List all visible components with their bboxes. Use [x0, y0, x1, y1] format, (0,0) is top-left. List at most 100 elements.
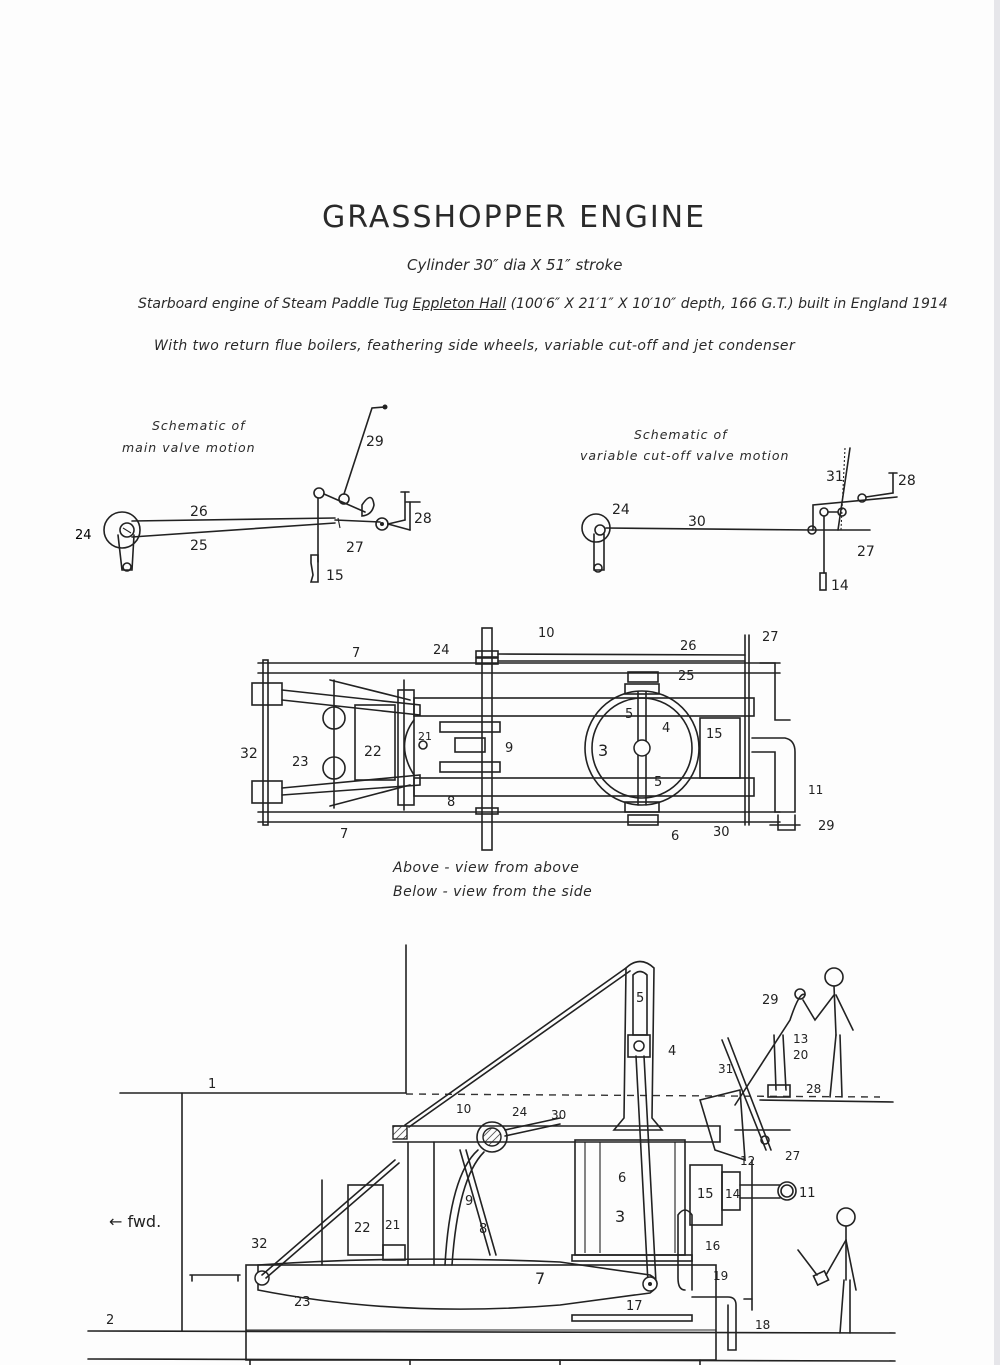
label-18: 18 — [755, 1318, 770, 1332]
side-view — [87, 944, 896, 1365]
label-21: 21 — [418, 730, 432, 743]
label-32: 32 — [251, 1237, 268, 1252]
main-schematic-caption-1: Schematic of — [152, 418, 246, 433]
label-27: 27 — [346, 540, 364, 556]
plan-view — [251, 627, 801, 851]
pivot — [313, 487, 325, 499]
label-28: 28 — [898, 473, 916, 489]
view-note-above: Above - view from above — [393, 860, 580, 876]
vessel-description: Starboard engine of Steam Paddle Tug Epp… — [138, 296, 948, 312]
label-23: 23 — [294, 1295, 311, 1310]
crank-10 — [476, 1121, 508, 1153]
label-10: 10 — [456, 1102, 471, 1116]
label-29: 29 — [366, 434, 384, 450]
engine-features: With two return flue boilers, feathering… — [154, 338, 796, 354]
eccentric-24 — [103, 511, 141, 549]
label-17: 17 — [626, 1299, 643, 1314]
valve-15 — [309, 554, 319, 583]
label-5: 5 — [636, 991, 644, 1006]
cutoff-schematic-caption-2: variable cut-off valve motion — [580, 448, 790, 463]
label-24: 24 — [512, 1105, 527, 1119]
label-27: 27 — [857, 544, 875, 560]
label-31: 31 — [718, 1062, 733, 1076]
shaft-32 — [262, 659, 269, 826]
label-24: 24 — [75, 528, 92, 543]
crankshaft-hub — [119, 522, 135, 538]
drawing-title: GRASSHOPPER ENGINE — [322, 200, 707, 235]
label-4: 4 — [662, 721, 670, 736]
description-prefix: Starboard engine of Steam Paddle Tug — [138, 296, 413, 312]
cylinder-3 — [574, 1139, 686, 1256]
label-29: 29 — [762, 993, 779, 1008]
forward-indicator: ← fwd. — [109, 1212, 161, 1231]
lever-29 — [343, 406, 386, 495]
beam-7 — [257, 1258, 658, 1310]
scan-edge — [994, 0, 1000, 1365]
label-15: 15 — [706, 727, 723, 742]
label-5: 5 — [625, 707, 633, 722]
label-24: 24 — [612, 502, 630, 518]
label-28: 28 — [414, 511, 432, 527]
label-6: 6 — [618, 1171, 626, 1186]
label-16: 16 — [705, 1239, 720, 1253]
rod-30 — [605, 527, 813, 531]
label-30: 30 — [713, 825, 730, 840]
fireman-figure — [836, 1207, 856, 1227]
label-29: 29 — [818, 819, 835, 834]
label-13: 13 — [793, 1032, 808, 1046]
label-22: 22 — [364, 744, 382, 760]
label-25: 25 — [678, 669, 695, 684]
label-30: 30 — [688, 514, 706, 530]
label-2: 2 — [106, 1313, 114, 1328]
label-22: 22 — [354, 1221, 371, 1236]
main-valve-schematic — [103, 404, 421, 583]
label-25: 25 — [190, 538, 208, 554]
valve-chest-15 — [699, 717, 741, 779]
label-3: 3 — [598, 741, 608, 760]
label-8: 8 — [479, 1222, 487, 1237]
label-12: 12 — [740, 1154, 755, 1168]
rack-31 — [837, 447, 851, 531]
label-7: 7 — [352, 646, 360, 661]
label-8: 8 — [447, 795, 455, 810]
vessel-name: Eppleton Hall — [412, 296, 507, 312]
engineer-figure — [824, 967, 844, 987]
label-30: 30 — [551, 1108, 566, 1122]
label-26: 26 — [680, 639, 697, 654]
label-27: 27 — [785, 1149, 800, 1163]
air-pump-22 — [354, 704, 396, 781]
rod-26 — [131, 517, 336, 522]
description-suffix: (100′6″ X 21′1″ X 10′10″ depth, 166 G.T.… — [506, 296, 948, 312]
lever-31 — [721, 1039, 767, 1151]
valve-chest-14 — [721, 1171, 741, 1211]
label-32: 32 — [240, 746, 258, 762]
label-20: 20 — [793, 1048, 808, 1062]
label-9: 9 — [505, 741, 513, 756]
label-1: 1 — [208, 1077, 216, 1092]
label-14: 14 — [725, 1187, 740, 1201]
label-3: 3 — [615, 1207, 625, 1226]
label-9: 9 — [465, 1194, 473, 1209]
label-15: 15 — [697, 1187, 714, 1202]
lever-29 — [734, 993, 806, 1106]
label-19: 19 — [713, 1269, 728, 1283]
valve-14 — [819, 572, 827, 591]
label-7: 7 — [535, 1269, 545, 1288]
label-27: 27 — [762, 630, 779, 645]
cylinder-spec: Cylinder 30″ dia X 51″ stroke — [407, 256, 623, 274]
cylinder-3 — [584, 690, 700, 806]
label-26: 26 — [190, 504, 208, 520]
main-schematic-caption-2: main valve motion — [122, 440, 256, 455]
engine-platform — [759, 1099, 894, 1103]
cutoff-schematic-caption-1: Schematic of — [634, 427, 728, 442]
label-6: 6 — [671, 829, 679, 844]
crank-arm — [117, 534, 135, 571]
column-5 — [612, 960, 664, 1131]
label-23: 23 — [292, 755, 309, 770]
label-31: 31 — [826, 469, 844, 485]
label-7: 7 — [340, 827, 348, 842]
label-10: 10 — [538, 626, 555, 641]
label-11: 11 — [799, 1186, 816, 1201]
label-5: 5 — [654, 775, 662, 790]
